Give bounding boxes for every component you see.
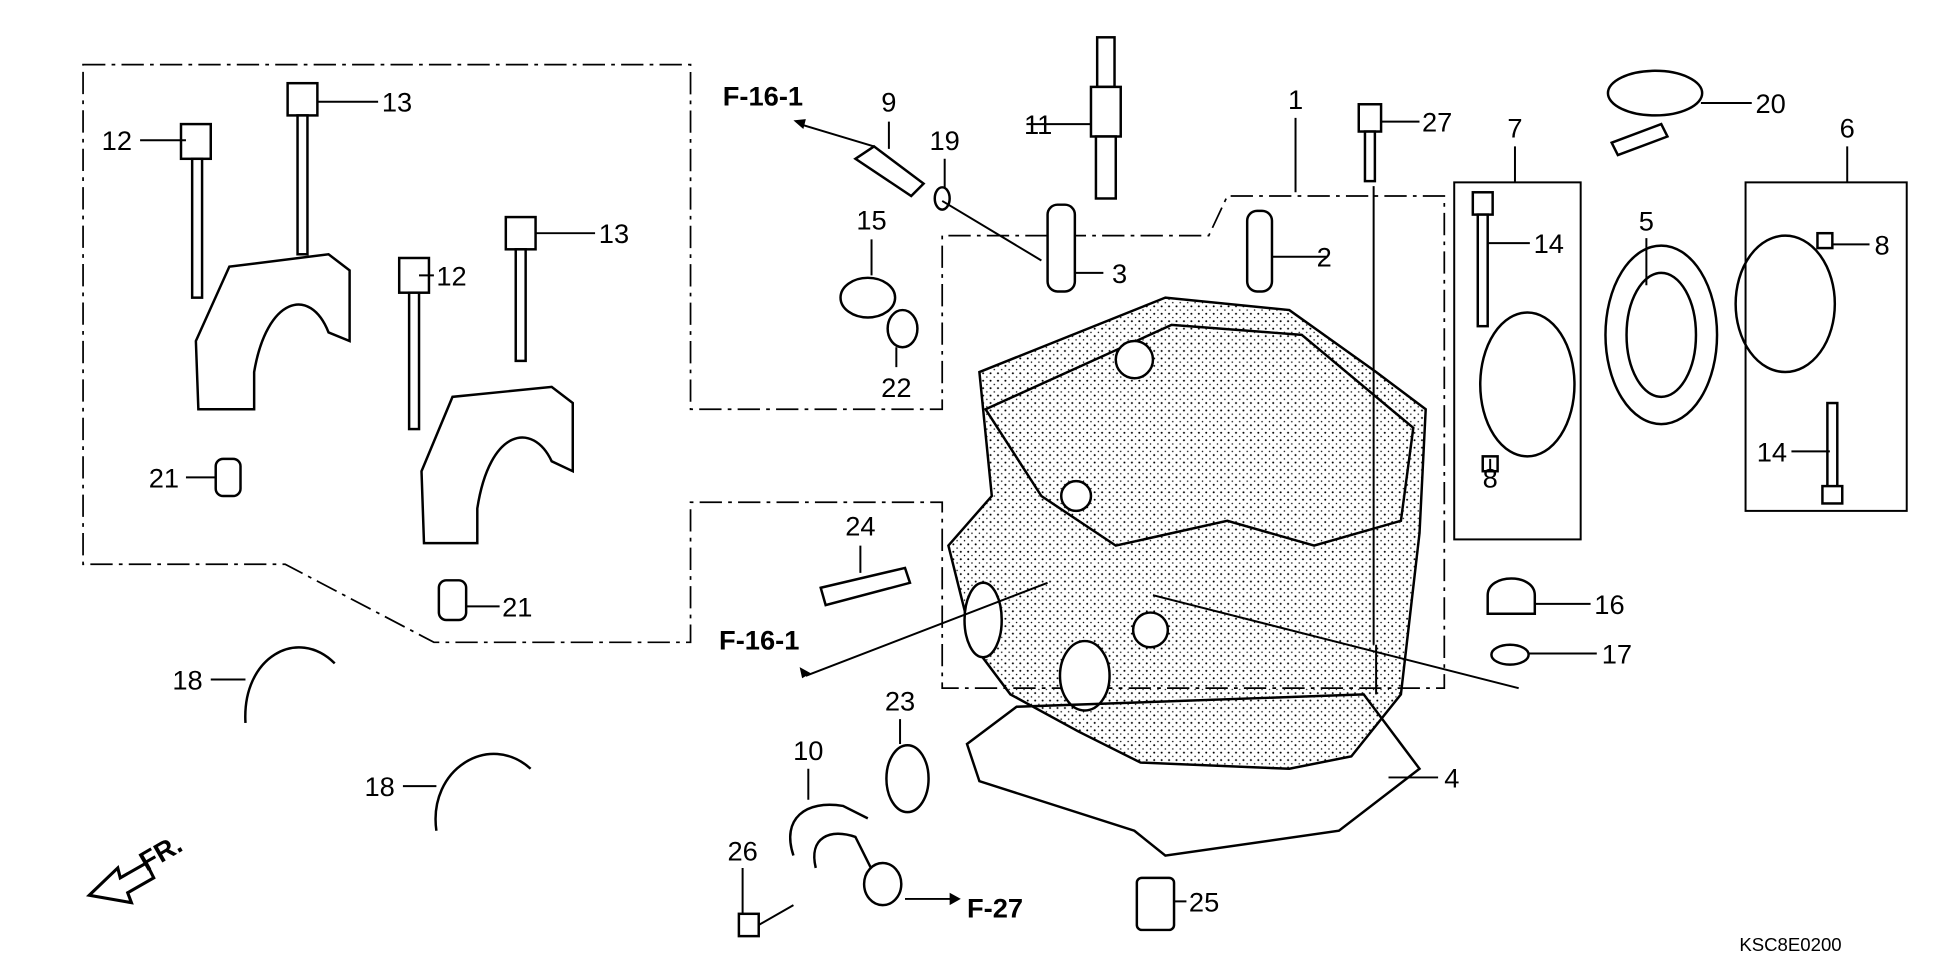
part-fitting — [853, 144, 926, 198]
reference-f-27[interactable]: F-27 — [967, 893, 1023, 924]
cylinder-head — [947, 296, 1427, 771]
reference-f-16-1-top[interactable]: F-16-1 — [723, 80, 803, 111]
part-dowel — [437, 579, 468, 622]
part-nut — [1816, 231, 1834, 250]
part-washer — [1490, 643, 1530, 666]
part-valve-guide — [1046, 203, 1077, 293]
callout-13[interactable]: 13 — [382, 87, 412, 118]
leader-lines — [140, 100, 1870, 914]
part-bolt — [737, 912, 760, 938]
part-gasket — [965, 693, 1422, 857]
part-dowel — [1135, 876, 1176, 932]
part-valve-guide — [1245, 209, 1274, 293]
callout-20[interactable]: 20 — [1755, 88, 1785, 119]
part-hose-end — [862, 861, 903, 907]
part-insulator — [1604, 244, 1719, 426]
callout-8[interactable]: 8 — [1874, 229, 1889, 260]
part-spark-plug — [1089, 36, 1122, 200]
callout-21[interactable]: 21 — [149, 462, 179, 493]
callout-26[interactable]: 26 — [727, 836, 757, 867]
reference-f-16-1-bottom[interactable]: F-16-1 — [719, 625, 799, 656]
part-o-ring — [885, 743, 930, 814]
callout-3[interactable]: 3 — [1112, 258, 1127, 289]
callout-24[interactable]: 24 — [845, 511, 875, 542]
callout-27[interactable]: 27 — [1422, 107, 1452, 138]
part-o-ring — [886, 308, 919, 349]
callout-25[interactable]: 25 — [1189, 886, 1219, 917]
callout-8[interactable]: 8 — [1483, 462, 1498, 493]
callout-7[interactable]: 7 — [1507, 113, 1522, 144]
callout-11[interactable]: 11 — [1024, 109, 1052, 140]
callout-14[interactable]: 14 — [1534, 228, 1564, 259]
part-cam-holder — [194, 252, 351, 411]
front-arrow-icon — [85, 860, 156, 905]
part-stud — [819, 566, 912, 607]
callout-15[interactable]: 15 — [856, 204, 886, 235]
part-washer — [933, 186, 951, 211]
callout-22[interactable]: 22 — [881, 372, 911, 403]
callout-18[interactable]: 18 — [172, 664, 202, 695]
callout-5[interactable]: 5 — [1639, 206, 1654, 237]
bolts — [179, 81, 1844, 505]
callout-19[interactable]: 19 — [930, 125, 960, 156]
callout-labels: 1 2 3 4 5 6 7 8 8 9 10 11 12 12 13 13 14… — [102, 84, 1890, 917]
part-clamp — [1606, 69, 1704, 117]
diagram-code: KSC8E0200 — [1739, 934, 1841, 955]
part-hose — [788, 803, 876, 875]
callout-21[interactable]: 21 — [502, 591, 532, 622]
callout-4[interactable]: 4 — [1444, 762, 1459, 793]
callout-18[interactable]: 18 — [364, 771, 394, 802]
part-stopper — [434, 752, 532, 831]
group-box-cam-holders — [82, 63, 1446, 690]
callout-10[interactable]: 10 — [793, 735, 823, 766]
callout-9[interactable]: 9 — [881, 87, 896, 118]
callout-23[interactable]: 23 — [885, 685, 915, 716]
callout-17[interactable]: 17 — [1602, 638, 1632, 669]
callout-1[interactable]: 1 — [1288, 84, 1303, 115]
part-stopper — [244, 646, 336, 723]
callout-12[interactable]: 12 — [436, 260, 466, 291]
part-dowel — [214, 457, 242, 498]
group-box-insulator-left — [1453, 181, 1582, 541]
callout-2[interactable]: 2 — [1317, 242, 1332, 273]
part-insulator-band — [1479, 311, 1576, 458]
callout-14[interactable]: 14 — [1757, 436, 1787, 467]
callout-13[interactable]: 13 — [599, 218, 629, 249]
part-plug — [839, 276, 897, 319]
callout-16[interactable]: 16 — [1594, 589, 1624, 620]
callout-12[interactable]: 12 — [102, 125, 132, 156]
part-insulator-band — [1734, 234, 1837, 374]
part-cap-nut — [1486, 577, 1537, 616]
callout-6[interactable]: 6 — [1840, 113, 1855, 144]
part-cam-holder — [420, 385, 575, 545]
